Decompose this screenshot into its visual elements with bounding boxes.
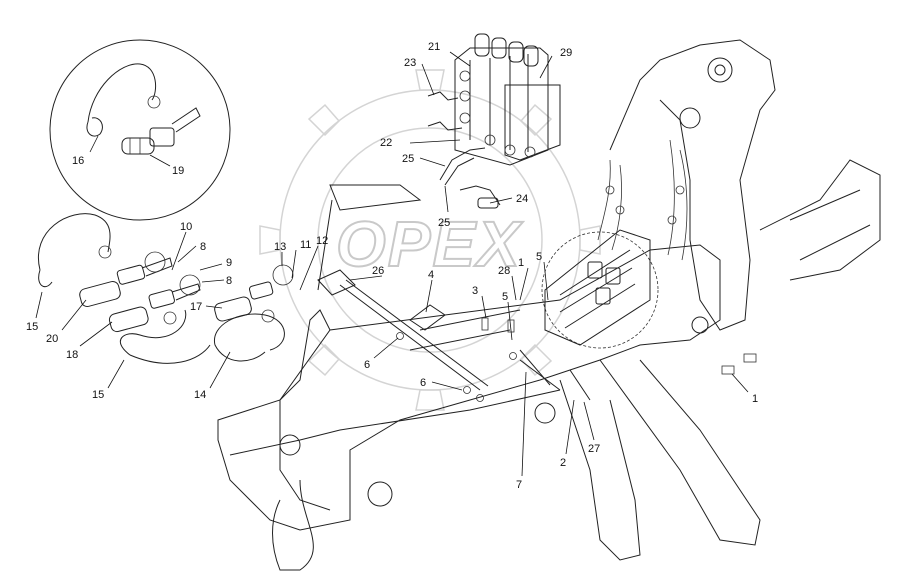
control-valve: [454, 33, 561, 166]
callout-15-left: 15: [26, 321, 38, 333]
valve-fittings: [427, 91, 501, 209]
callout-18: 18: [66, 349, 78, 361]
callout-22: 22: [380, 137, 392, 149]
callout-5-upper: 5: [536, 251, 542, 263]
callout-17: 17: [190, 301, 202, 313]
leader-lines: [35, 51, 749, 477]
callout-13: 13: [274, 241, 286, 253]
callout-4: 4: [428, 269, 434, 281]
callout-1-lower: 1: [752, 393, 758, 405]
callout-26: 26: [372, 265, 384, 277]
left-couplers: [37, 213, 294, 364]
callout-9: 9: [226, 257, 232, 269]
detail-inset-circle: [49, 39, 231, 221]
inset-coupler: [121, 107, 201, 155]
callout-8-upper: 8: [200, 241, 206, 253]
callouts: 21 23 29 22 25 25 24 16 19 10 8 9 8 13 1…: [26, 41, 758, 491]
callout-11: 11: [300, 239, 311, 251]
callout-6-lower: 6: [420, 377, 426, 389]
callout-5-lower: 5: [502, 291, 508, 303]
fasteners: [396, 317, 757, 402]
detail-inset: [49, 39, 231, 221]
callout-16: 16: [72, 155, 84, 167]
callout-19: 19: [172, 165, 184, 177]
pedal-lever: [317, 184, 591, 401]
callout-29: 29: [560, 47, 572, 59]
callout-24: 24: [516, 193, 528, 205]
callout-10: 10: [180, 221, 192, 233]
callout-6-upper: 6: [364, 359, 370, 371]
main-frame: [217, 244, 761, 571]
callout-25-upper: 25: [402, 153, 414, 165]
callout-27: 27: [588, 443, 600, 455]
callout-1-upper: 1: [518, 257, 524, 269]
secondary-valve: [541, 229, 659, 349]
callout-3: 3: [472, 285, 478, 297]
callout-2: 2: [560, 457, 566, 469]
callout-7: 7: [516, 479, 522, 491]
boom-mount: [609, 39, 881, 334]
callout-20: 20: [46, 333, 58, 345]
watermark-text: OPEX: [336, 208, 523, 280]
callout-14: 14: [194, 389, 206, 401]
callout-8-lower: 8: [226, 275, 232, 287]
inset-dust-cap: [86, 63, 157, 137]
callout-28: 28: [498, 265, 510, 277]
hydraulic-lines: [597, 139, 688, 261]
callout-12: 12: [316, 235, 328, 247]
callout-15-lower: 15: [92, 389, 104, 401]
callout-23: 23: [404, 57, 416, 69]
callout-25-lower: 25: [438, 217, 450, 229]
callout-21: 21: [428, 41, 440, 53]
watermark: OPEX: [259, 69, 601, 411]
